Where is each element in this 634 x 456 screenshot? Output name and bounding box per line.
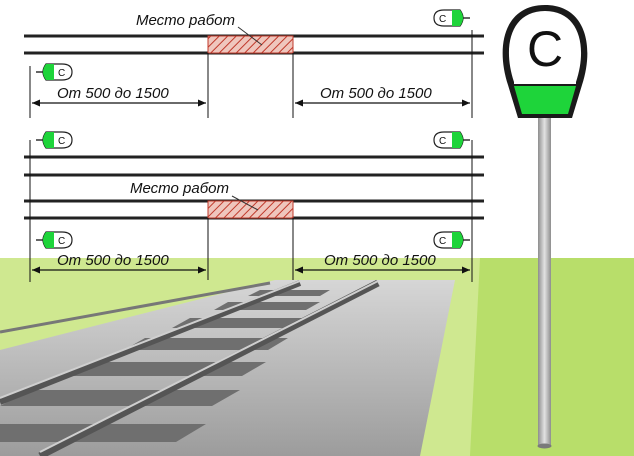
svg-text:С: С <box>58 236 65 247</box>
svg-text:С: С <box>439 136 446 147</box>
work-site-label: Место работ <box>130 180 229 197</box>
signal-c-sign-icon: С <box>433 9 470 27</box>
work-site-label: Место работ <box>136 12 235 29</box>
rail-left <box>0 280 302 405</box>
distance-label: От 500 до 1500 <box>320 85 432 102</box>
work-label-leader <box>237 26 263 46</box>
rail-left-head <box>0 280 301 399</box>
railway-scene <box>0 258 634 456</box>
svg-text:С: С <box>58 136 65 147</box>
distant-rail <box>0 281 271 334</box>
upper-plan: Место работ От 500 до 1500 От 500 до 150… <box>24 9 484 118</box>
grass-field-right <box>470 258 634 456</box>
signal-board-letter: С <box>527 21 563 77</box>
signal-c-sign-icon: С <box>433 231 470 249</box>
svg-text:С: С <box>58 68 65 79</box>
signal-c-sign-icon: С <box>36 231 73 249</box>
svg-text:С: С <box>439 14 446 25</box>
signal-c-sign-icon: С <box>36 131 73 149</box>
work-zone <box>207 35 294 54</box>
signal-pole <box>538 116 551 446</box>
work-label-leader <box>231 195 259 211</box>
pole-base <box>537 443 552 449</box>
signal-c-sign-icon: С <box>36 63 73 81</box>
signal-post: С <box>502 5 588 449</box>
signal-c-sign-icon: С <box>433 131 470 149</box>
signal-board-green <box>514 86 576 114</box>
lower-plan: Место работ От 500 до 1500 От 500 до 150… <box>24 131 484 282</box>
distance-label: От 500 до 1500 <box>324 252 436 269</box>
signal-board-white <box>508 11 582 84</box>
rail-right <box>38 279 380 456</box>
svg-text:С: С <box>439 236 446 247</box>
distance-label: От 500 до 1500 <box>57 252 169 269</box>
distance-label: От 500 до 1500 <box>57 85 169 102</box>
work-zone <box>207 200 294 219</box>
rail-right-head <box>39 280 379 453</box>
